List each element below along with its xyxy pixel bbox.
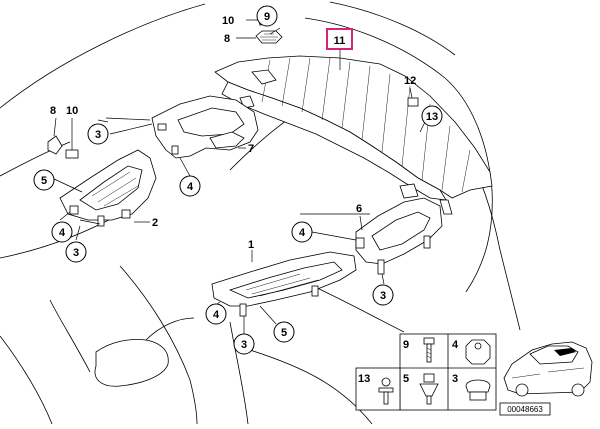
label-6: 6 (356, 203, 362, 215)
callout-9: 9 (256, 5, 278, 27)
svg-text:4: 4 (187, 181, 194, 193)
highlight-11: 11 (326, 28, 353, 50)
callout-4-left: 4 (51, 221, 73, 243)
svg-text:13: 13 (426, 111, 438, 123)
svg-text:3: 3 (73, 247, 79, 259)
bracket-7 (151, 95, 259, 159)
callout-3-right: 3 (372, 284, 394, 306)
label-10-top: 10 (222, 15, 234, 27)
svg-text:00048663: 00048663 (507, 405, 543, 414)
bracket-2 (59, 149, 157, 227)
svg-text:3: 3 (380, 290, 386, 302)
svg-text:3: 3 (95, 129, 101, 141)
grommet-icon (465, 379, 491, 401)
svg-text:4: 4 (299, 227, 306, 239)
label-7: 7 (248, 143, 254, 155)
grid-label-13: 13 (358, 373, 370, 385)
grid-label-4: 4 (452, 339, 459, 351)
grid-label-3: 3 (452, 373, 458, 385)
callout-4-mid: 4 (291, 221, 313, 243)
body-outline (0, 1, 521, 425)
nut-icon (465, 339, 491, 365)
label-8-top: 8 (224, 33, 230, 45)
callout-4-lower: 4 (205, 303, 227, 325)
hardware-grid: 9 4 13 5 3 (355, 333, 497, 411)
car-thumbnail-icon (503, 341, 593, 397)
svg-text:11: 11 (334, 35, 346, 47)
callout-3-left: 3 (87, 123, 109, 145)
svg-text:5: 5 (281, 327, 287, 339)
small-parts-left (47, 135, 79, 159)
bolt-icon (378, 377, 394, 405)
reference-number-box: 00048663 (499, 402, 551, 416)
callout-5-lower: 5 (273, 321, 295, 343)
callout-4-center: 4 (179, 175, 201, 197)
svg-text:5: 5 (41, 175, 47, 187)
label-12: 12 (404, 75, 416, 87)
grid-label-5: 5 (403, 373, 409, 385)
callout-3-lower: 3 (233, 333, 255, 355)
cowl-panel (214, 55, 493, 215)
label-8-left: 8 (50, 105, 56, 117)
callout-3-left-bottom: 3 (65, 241, 87, 263)
screw-icon (423, 337, 435, 363)
callout-13: 13 (421, 105, 443, 127)
svg-text:9: 9 (264, 11, 270, 23)
panel-1 (211, 251, 357, 317)
svg-text:4: 4 (213, 309, 220, 321)
callout-5-left: 5 (33, 169, 55, 191)
svg-text:3: 3 (241, 339, 247, 351)
label-1: 1 (248, 239, 254, 251)
label-10-left: 10 (66, 105, 78, 117)
leader-lines (51, 19, 426, 334)
grid-label-9: 9 (403, 339, 409, 351)
clip-icon (419, 373, 439, 405)
svg-text:4: 4 (59, 227, 66, 239)
bracket-6 (355, 197, 443, 275)
label-2: 2 (152, 217, 158, 229)
